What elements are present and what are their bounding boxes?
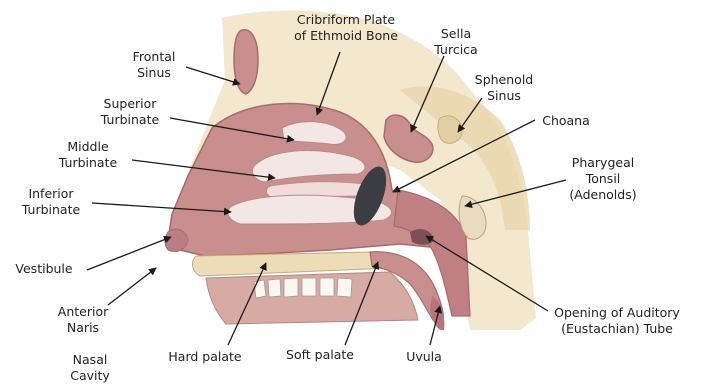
label-inferior-turbinate: Inferior Turbinate [14, 186, 88, 218]
label-hard-palate: Hard palate [160, 349, 250, 365]
label-sella-turcica: Sella Turcica [426, 26, 486, 58]
label-auditory-tube: Opening of Auditory (Eustachian) Tube [543, 305, 691, 337]
label-pharyngeal-tonsil: Pharygeal Tonsil (Adenolds) [560, 155, 646, 203]
frontal-sinus [234, 30, 258, 94]
label-nasal-cavity: Nasal Cavity [60, 352, 120, 384]
label-frontal-sinus: Frontal Sinus [124, 49, 184, 81]
label-vestibule: Vestibule [4, 261, 84, 277]
leader-anterior-naris [108, 268, 156, 305]
label-superior-turbinate: Superior Turbinate [94, 96, 166, 128]
uvula [430, 296, 444, 330]
label-soft-palate: Soft palate [275, 347, 365, 363]
label-choana: Choana [538, 113, 594, 129]
label-uvula: Uvula [398, 349, 450, 365]
label-sphenoid-sinus: Sphenold Sinus [466, 72, 542, 104]
label-anterior-naris: Anterior Naris [50, 304, 116, 336]
label-cribriform-plate: Cribriform Plate of Ethmoid Bone [290, 12, 402, 44]
label-middle-turbinate: Middle Turbinate [52, 139, 124, 171]
leader-vestibule [87, 237, 171, 270]
